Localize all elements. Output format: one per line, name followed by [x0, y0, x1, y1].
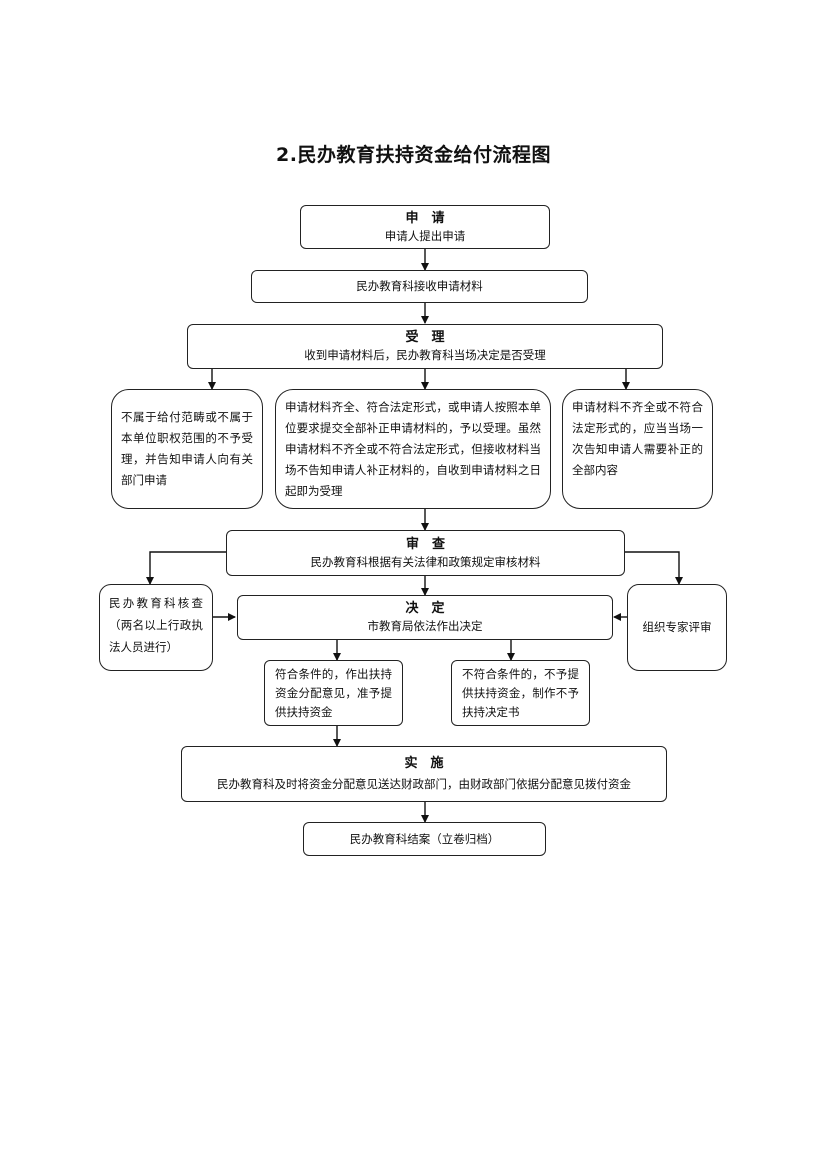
node-implement-text: 民办教育科及时将资金分配意见送达财政部门，由财政部门依据分配意见拨付资金	[217, 777, 631, 791]
node-deny: 不符合条件的，不予提供扶持资金，制作不予扶持决定书	[451, 660, 590, 726]
node-review-heading: 审 查	[405, 536, 445, 552]
node-expert-text: 组织专家评审	[642, 620, 712, 634]
node-accept: 受 理 收到申请材料后，民办教育科当场决定是否受理	[187, 324, 663, 369]
node-apply: 申 请 申请人提出申请	[300, 205, 550, 249]
node-decide: 决 定 市教育局依法作出决定	[237, 595, 613, 640]
node-incomplete: 申请材料不齐全或不符合法定形式的，应当当场一次告知申请人需要补正的全部内容	[562, 389, 713, 509]
node-deny-text: 不符合条件的，不予提供扶持资金，制作不予扶持决定书	[462, 666, 579, 719]
node-verify: 民办教育科核查（两名以上行政执法人员进行）	[99, 584, 213, 671]
node-receive: 民办教育科接收申请材料	[251, 270, 588, 303]
node-incomplete-text: 申请材料不齐全或不符合法定形式的，应当当场一次告知申请人需要补正的全部内容	[572, 400, 703, 477]
node-implement-heading: 实 施	[404, 756, 444, 771]
node-reject: 不属于给付范畴或不属于本单位职权范围的不予受理，并告知申请人向有关部门申请	[111, 389, 263, 509]
node-close-text: 民办教育科结案（立卷归档）	[349, 831, 500, 846]
arrow-review-verify	[146, 551, 226, 585]
node-review: 审 查 民办教育科根据有关法律和政策规定审核材料	[226, 530, 625, 576]
node-review-text: 民办教育科根据有关法律和政策规定审核材料	[310, 554, 541, 569]
node-implement: 实 施 民办教育科及时将资金分配意见送达财政部门，由财政部门依据分配意见拨付资金	[181, 746, 667, 802]
node-reject-text: 不属于给付范畴或不属于本单位职权范围的不予受理，并告知申请人向有关部门申请	[121, 410, 253, 487]
node-decide-text: 市教育局依法作出决定	[367, 619, 483, 633]
arrow-review-expert	[624, 551, 683, 585]
node-verify-text: 民办教育科核查（两名以上行政执法人员进行）	[109, 596, 203, 654]
node-close: 民办教育科结案（立卷归档）	[303, 822, 546, 856]
node-expert: 组织专家评审	[627, 584, 727, 671]
node-complete: 申请材料齐全、符合法定形式，或申请人按照本单位要求提交全部补正申请材料的，予以受…	[275, 389, 551, 509]
node-accept-text: 收到申请材料后，民办教育科当场决定是否受理	[304, 348, 546, 362]
node-approve: 符合条件的，作出扶持资金分配意见，准予提供扶持资金	[264, 660, 403, 726]
node-decide-heading: 决 定	[405, 601, 445, 616]
node-complete-text: 申请材料齐全、符合法定形式，或申请人按照本单位要求提交全部补正申请材料的，予以受…	[285, 400, 541, 498]
node-apply-heading: 申 请	[405, 210, 445, 226]
node-approve-text: 符合条件的，作出扶持资金分配意见，准予提供扶持资金	[275, 666, 392, 719]
node-receive-text: 民办教育科接收申请材料	[356, 279, 483, 293]
node-accept-heading: 受 理	[405, 330, 445, 345]
node-apply-text: 申请人提出申请	[384, 228, 466, 243]
page-title: 2.民办教育扶持资金给付流程图	[276, 144, 551, 166]
